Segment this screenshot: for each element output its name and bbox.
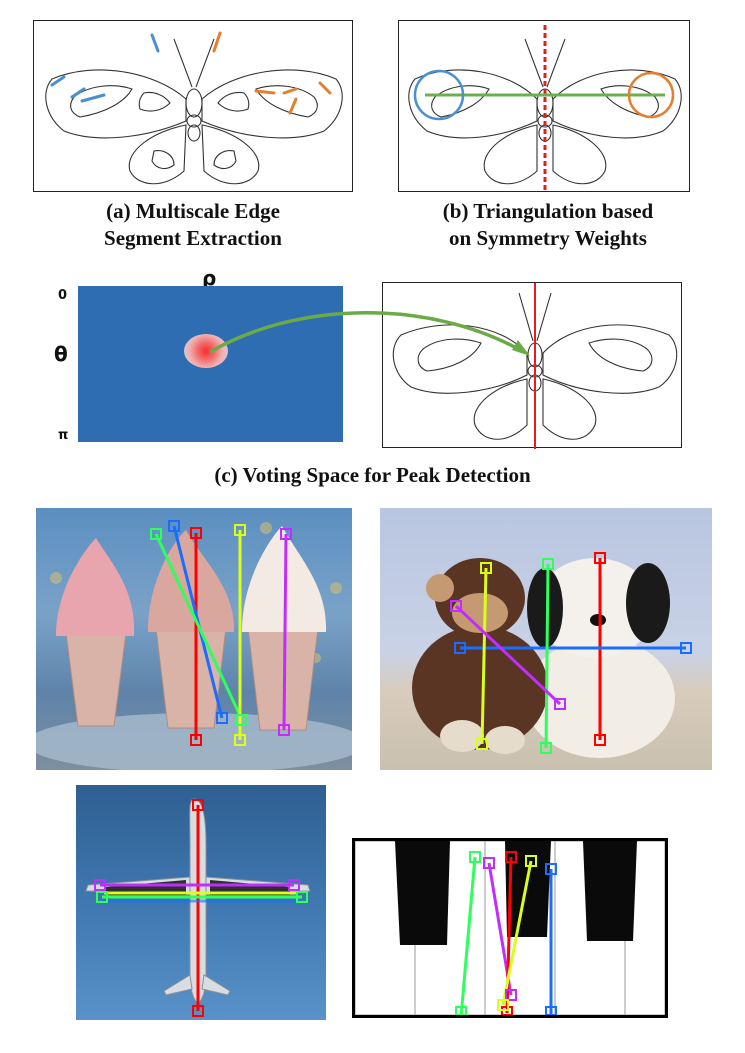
panel-b-caption-line2: on Symmetry Weights <box>449 226 647 250</box>
butterfly-b-drawing <box>408 25 682 191</box>
ice-cream-photo <box>36 508 352 770</box>
panel-a-caption-line2: Segment Extraction <box>104 226 282 250</box>
panel-b-caption-line1: (b) Triangulation based <box>442 199 654 223</box>
theta-min-label: 0 <box>58 288 68 303</box>
edge-segment-blue <box>70 87 86 99</box>
edge-segment-blue <box>50 75 66 87</box>
voting-peak <box>184 334 228 368</box>
panel-a-frame <box>33 20 353 192</box>
butterfly-a-drawing <box>45 31 343 185</box>
panel-a-caption-line1: (a) Multiscale Edge <box>106 199 280 223</box>
panel-b-caption: (b) Triangulation based on Symmetry Weig… <box>398 198 698 252</box>
airplane-photo <box>76 785 326 1020</box>
panel-a-caption: (a) Multiscale Edge Segment Extraction <box>33 198 353 252</box>
edge-segment-orange <box>318 81 332 95</box>
plush-toys-photo <box>380 508 712 770</box>
edge-segment-orange <box>254 89 276 95</box>
edge-segment-orange <box>288 97 298 115</box>
panel-b-frame <box>398 20 690 192</box>
piano-keys-photo <box>352 838 668 1018</box>
left-edge-circle <box>413 69 465 121</box>
panel-c-frame <box>382 282 682 449</box>
edge-segment-blue <box>80 93 106 103</box>
panel-c-caption: (c) Voting Space for Peak Detection <box>214 463 531 487</box>
edge-segment-orange <box>212 31 222 53</box>
right-edge-circle <box>627 71 675 119</box>
edge-segment-orange <box>282 87 298 95</box>
edge-segment-blue <box>150 33 160 53</box>
rho-axis-label: ρ <box>202 266 217 290</box>
theta-max-label: π <box>58 428 69 443</box>
theta-axis-label: θ <box>54 342 68 366</box>
butterfly-c-drawing <box>392 283 678 449</box>
